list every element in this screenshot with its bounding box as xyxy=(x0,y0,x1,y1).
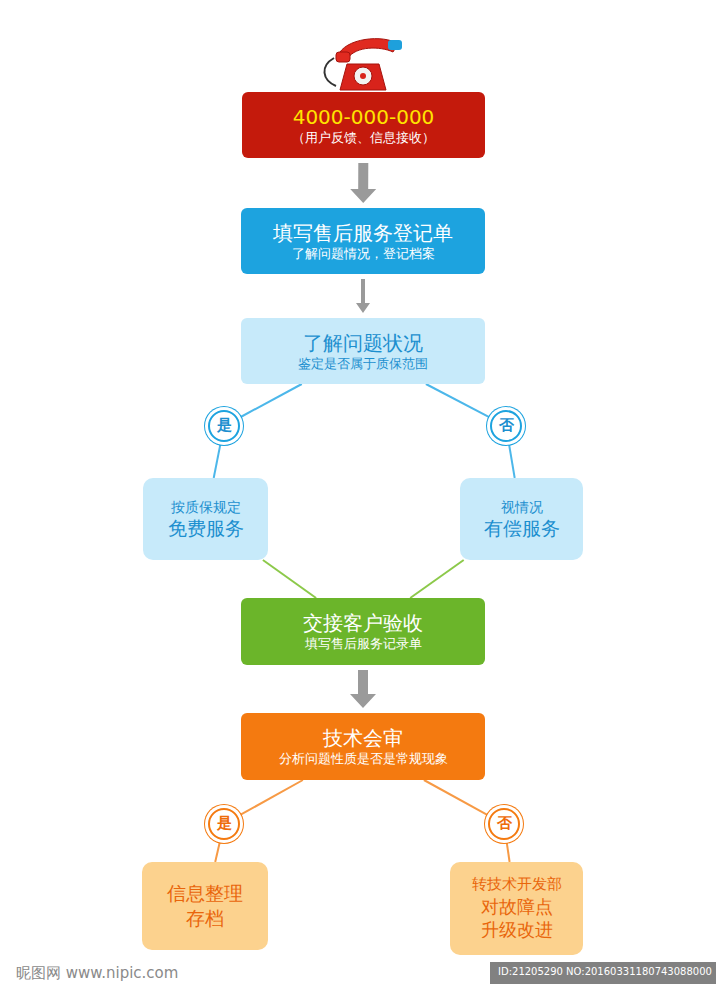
node-subtitle: 填写售后服务记录单 xyxy=(305,636,422,653)
connector-line xyxy=(509,445,515,478)
connector-line xyxy=(507,843,510,862)
telephone-icon xyxy=(324,39,402,90)
node-title: 4000-000-000 xyxy=(293,104,435,130)
node-subtitle: 鉴定是否属于质保范围 xyxy=(298,356,428,373)
node-title: 转技术开发部 xyxy=(472,875,562,895)
flow-arrow xyxy=(350,163,376,203)
node-title: 了解问题状况 xyxy=(303,330,423,356)
phone-cord xyxy=(324,58,336,86)
connector-line xyxy=(215,843,220,863)
phone-dial xyxy=(354,67,372,85)
node-title: 视情况 xyxy=(501,498,543,516)
connector-line xyxy=(410,560,464,598)
node-subtitle: （用户反馈、信息接收） xyxy=(292,130,435,147)
node-title: 填写售后服务登记单 xyxy=(273,220,453,246)
watermark-id: ID:21205290 NO:20160331180743088000 xyxy=(498,966,712,977)
phone-body xyxy=(340,64,386,90)
result-box: 转技术开发部对故障点 升级改进 xyxy=(450,862,583,955)
node-subtitle: 有偿服务 xyxy=(484,516,560,541)
process-box: 填写售后服务登记单了解问题情况，登记档案 xyxy=(241,208,485,274)
node-subtitle: 免费服务 xyxy=(168,516,244,541)
service-box: 按质保规定免费服务 xyxy=(143,478,268,560)
result-box: 信息整理 存档 xyxy=(142,862,268,950)
flow-arrow xyxy=(350,670,376,708)
no-circle: 否 xyxy=(490,410,522,442)
yes-circle: 是 xyxy=(208,808,240,840)
phone-mouthpiece xyxy=(388,40,402,50)
node-title: 否 xyxy=(497,814,512,834)
phone-dial-center xyxy=(360,73,366,79)
phone-number-box: 4000-000-000（用户反馈、信息接收） xyxy=(242,92,485,158)
flow-arrow xyxy=(356,279,370,313)
node-title: 是 xyxy=(217,416,232,436)
phone-earpiece xyxy=(336,52,350,62)
service-box: 视情况有偿服务 xyxy=(460,478,583,560)
no-circle: 否 xyxy=(488,808,520,840)
connector-line xyxy=(241,780,303,815)
node-title: 按质保规定 xyxy=(171,498,241,516)
connector-line xyxy=(263,560,316,598)
node-title: 是 xyxy=(217,814,232,834)
yes-circle: 是 xyxy=(208,410,240,442)
connector-line xyxy=(214,445,221,478)
watermark-bar xyxy=(490,962,716,984)
node-subtitle: 分析问题性质是否是常规现象 xyxy=(279,751,448,768)
node-title: 信息整理 存档 xyxy=(160,881,250,930)
connector-line xyxy=(241,384,302,417)
watermark-text: 昵图网 www.nipic.com xyxy=(16,964,178,983)
connector-line xyxy=(424,780,487,815)
node-subtitle: 了解问题情况，登记档案 xyxy=(292,246,435,263)
node-title: 技术会审 xyxy=(323,725,403,751)
node-title: 否 xyxy=(499,416,514,436)
process-box: 了解问题状况鉴定是否属于质保范围 xyxy=(241,318,485,384)
node-subtitle: 对故障点 升级改进 xyxy=(460,895,573,942)
connector-line xyxy=(426,384,489,417)
process-box: 交接客户验收填写售后服务记录单 xyxy=(241,598,485,665)
node-title: 交接客户验收 xyxy=(303,610,423,636)
process-box: 技术会审分析问题性质是否是常规现象 xyxy=(241,713,485,780)
